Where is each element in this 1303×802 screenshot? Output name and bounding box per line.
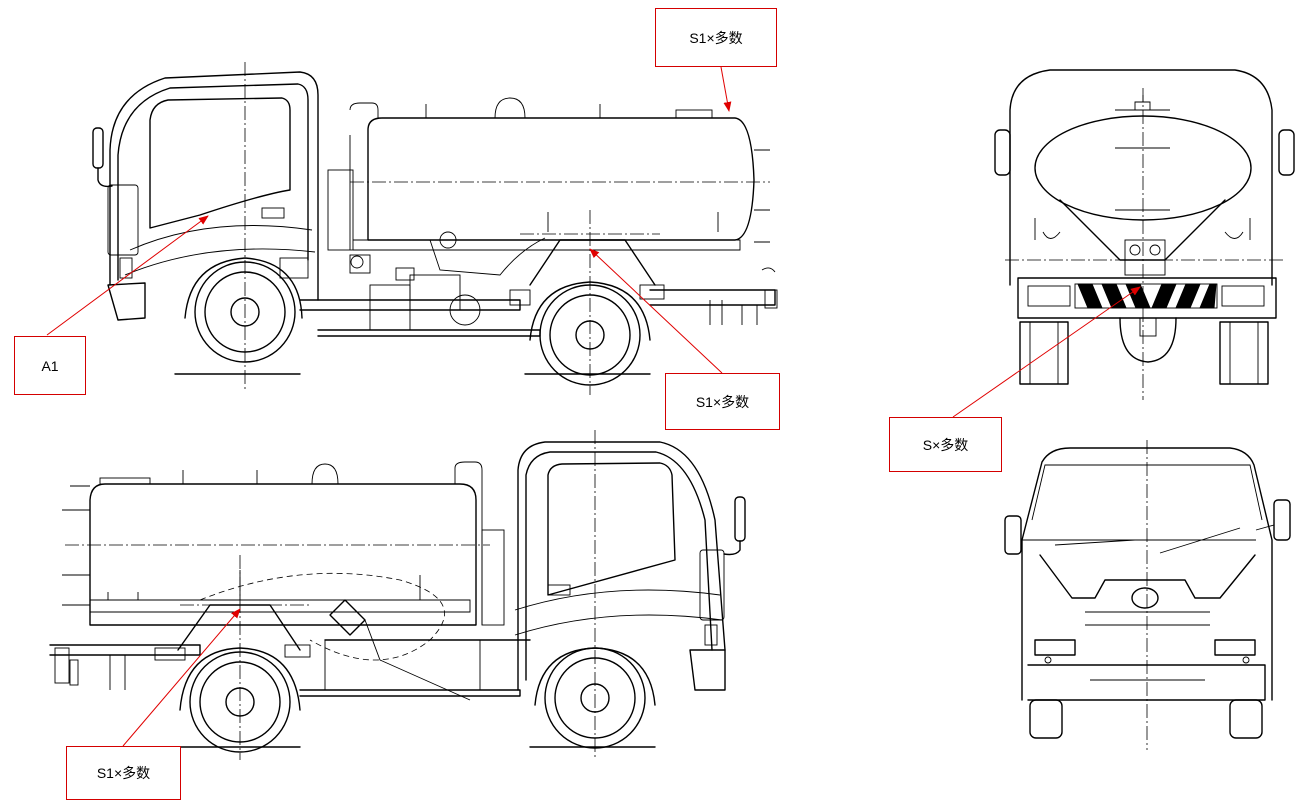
rear-view (994, 69, 1295, 400)
left-side-view (92, 62, 778, 395)
callout-left: A1 (14, 336, 86, 395)
callout-bottom: S1×多数 (66, 746, 181, 800)
front-view (1004, 440, 1291, 750)
callout-top-right: S1×多数 (655, 8, 777, 67)
right-side-view (49, 430, 746, 760)
callout-rear: S×多数 (889, 417, 1002, 472)
reflector-stripes (1077, 283, 1217, 309)
leader-lines (46, 66, 1141, 747)
callout-middle: S1×多数 (665, 373, 780, 430)
